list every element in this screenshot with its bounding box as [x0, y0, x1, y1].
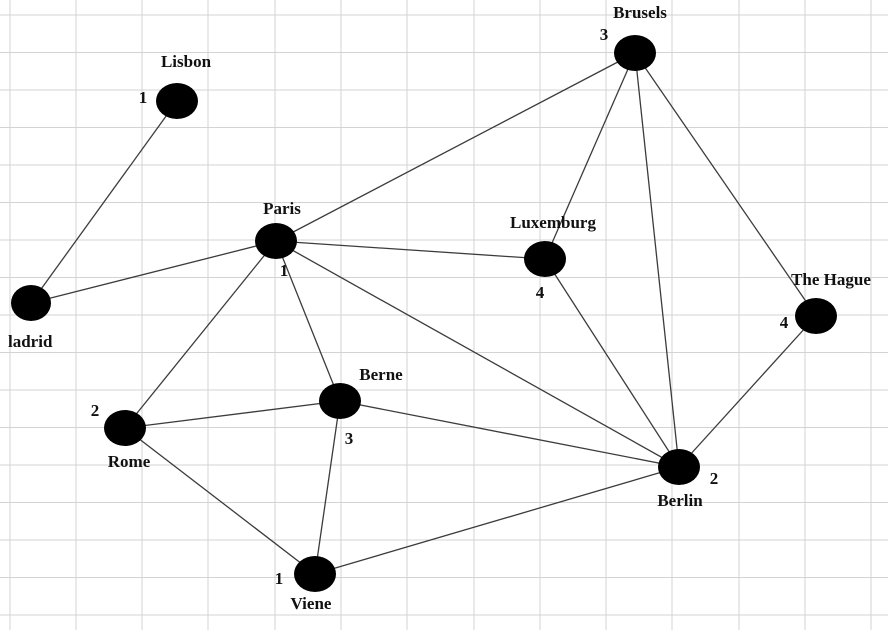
- node-viene: [294, 556, 336, 592]
- edge-paris-brusels: [275, 52, 636, 242]
- node-label-rome: Rome: [108, 452, 151, 471]
- edge-rome-berne: [124, 400, 341, 429]
- edge-paris-berne: [275, 240, 341, 402]
- edge-paris-rome: [124, 240, 277, 429]
- edge-rome-viene: [124, 427, 316, 575]
- edge-paris-berlin: [275, 240, 680, 468]
- edge-thehague-berlin: [678, 315, 817, 468]
- node-thehague: [795, 298, 837, 334]
- node-rome: [104, 410, 146, 446]
- node-label-viene: Viene: [291, 594, 332, 613]
- node-brusels: [614, 35, 656, 71]
- node-berne: [319, 383, 361, 419]
- node-label-luxemburg: Luxemburg: [510, 213, 596, 232]
- node-luxemburg: [524, 241, 566, 277]
- edge-layer: [30, 52, 817, 575]
- node-color-number-lisbon: 1: [139, 88, 148, 107]
- node-berlin: [658, 449, 700, 485]
- edge-brusels-thehague: [634, 52, 817, 317]
- node-lisbon: [156, 83, 198, 119]
- edge-berne-berlin: [339, 400, 680, 468]
- label-layer: Lisbon1ladridParis1Brusels3Luxemburg4The…: [8, 3, 871, 613]
- node-color-number-paris: 1: [280, 261, 289, 280]
- edge-berne-viene: [314, 400, 341, 575]
- node-color-number-brusels: 3: [600, 25, 609, 44]
- node-color-number-berne: 3: [345, 429, 354, 448]
- node-color-number-berlin: 2: [710, 469, 719, 488]
- edge-paris-luxemburg: [275, 240, 546, 260]
- edge-lisbon-madrid: [30, 100, 178, 304]
- node-paris: [255, 223, 297, 259]
- node-color-number-luxemburg: 4: [536, 283, 545, 302]
- node-label-berlin: Berlin: [657, 491, 703, 510]
- edge-luxemburg-berlin: [544, 258, 680, 468]
- node-madrid: [11, 285, 51, 321]
- edge-madrid-paris: [30, 240, 277, 304]
- node-color-number-rome: 2: [91, 401, 100, 420]
- node-layer: [11, 35, 837, 592]
- node-label-brusels: Brusels: [613, 3, 667, 22]
- edge-brusels-luxemburg: [544, 52, 636, 260]
- node-label-lisbon: Lisbon: [161, 52, 212, 71]
- node-label-berne: Berne: [359, 365, 403, 384]
- node-color-number-viene: 1: [275, 569, 284, 588]
- node-label-thehague: The Hague: [791, 270, 871, 289]
- node-color-number-thehague: 4: [780, 313, 789, 332]
- edge-brusels-berlin: [634, 52, 680, 468]
- edge-viene-berlin: [314, 466, 680, 575]
- node-label-paris: Paris: [263, 199, 301, 218]
- node-label-madrid: ladrid: [8, 332, 53, 351]
